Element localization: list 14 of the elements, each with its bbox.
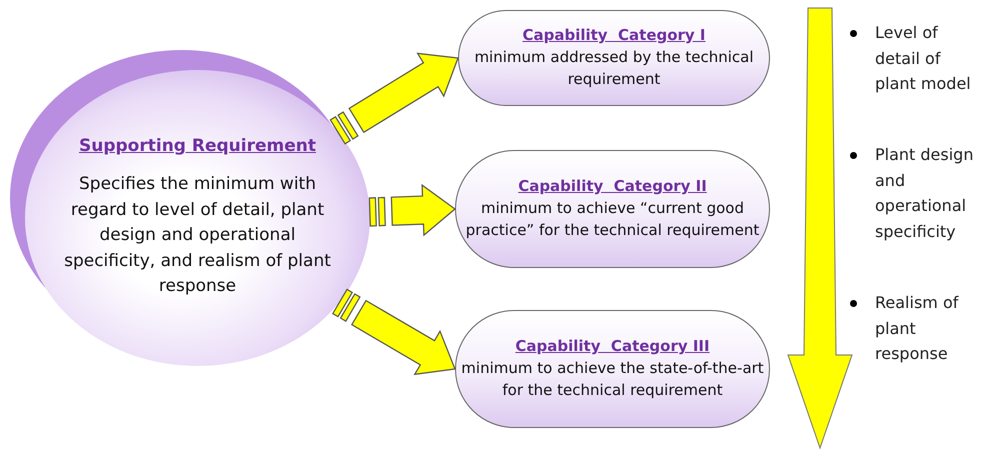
description: minimum to achieve the state-of-the-art for the technical requirement — [460, 358, 765, 400]
block-arrow — [368, 184, 456, 236]
description: minimum addressed by the technical requirement — [473, 46, 755, 90]
heading: Capability Category II — [518, 176, 707, 195]
block-arrow — [330, 52, 459, 145]
description: minimum to achieve “current good practice” for the technical requirement — [464, 198, 760, 240]
description: Specifies the minimum with regard to level of detail, plant design and operational specificity, and realism of plant response — [63, 173, 332, 298]
heading: Supporting Requirement — [79, 136, 316, 156]
block-arrow — [332, 288, 456, 376]
heading: Capability Category I — [522, 26, 706, 44]
heading: Capability Category III — [515, 336, 710, 355]
bullet-text: Level of detail of plant model — [875, 22, 972, 96]
bullet-text: Plant design and operational specificity — [875, 144, 974, 243]
bullet-text: Realism of plant response — [875, 292, 960, 366]
